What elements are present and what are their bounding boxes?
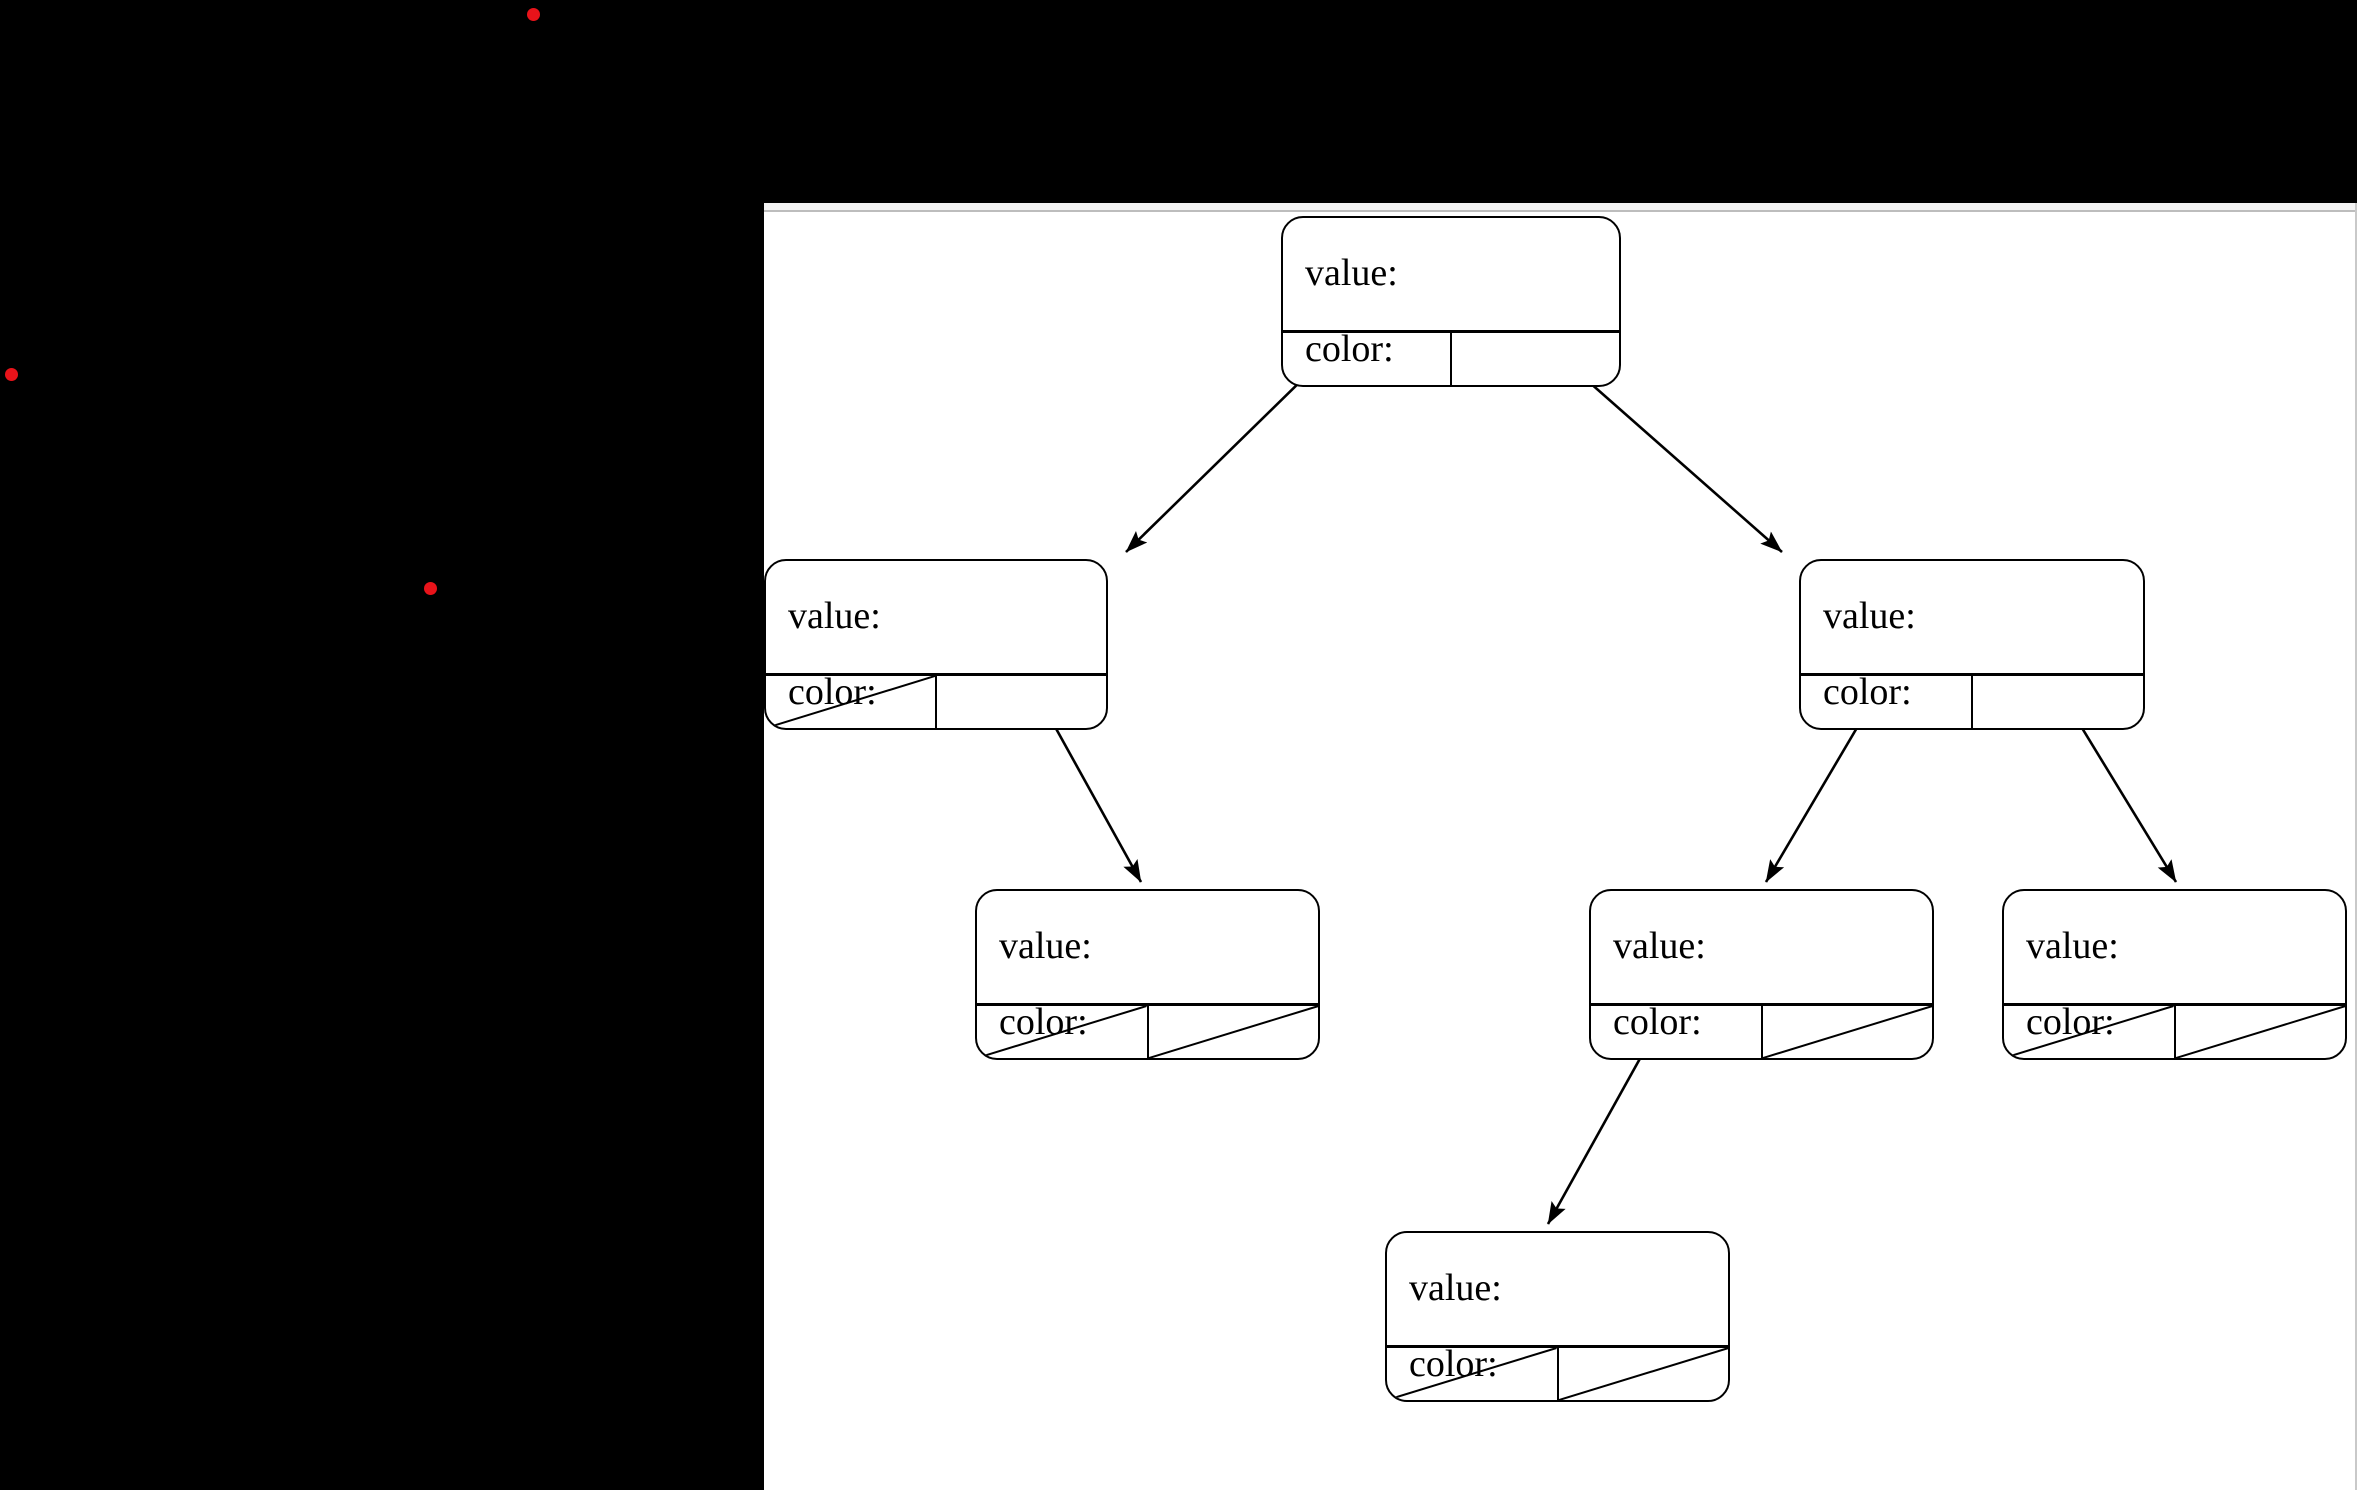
null-pointer-slash-icon [1387,1348,1557,1400]
node-pointer-cell-right[interactable] [1149,1006,1319,1058]
null-pointer-slash-icon [1763,1006,1933,1058]
null-pointer-slash-icon [977,1006,1147,1058]
diagram-viewer-panel[interactable]: value:color:value:color:value:color:valu… [764,203,2357,1490]
marker-dot-top [527,8,540,21]
node-fields: value: color: [1801,561,2143,711]
node-fields: value: color: [1283,218,1619,368]
node-pointer-cell-right[interactable] [1763,1006,1933,1058]
node-pointer-cell-right[interactable] [1559,1348,1729,1400]
node-pointer-cell-right[interactable] [1973,676,2143,728]
tree-node-right-right[interactable]: value: color: [2002,889,2347,1060]
node-color-label: color: [2026,1001,2115,1043]
diagram-canvas[interactable]: value:color:value:color:value:color:valu… [764,212,2357,1490]
node-pointer-row [1283,330,1619,385]
node-color-label: color: [1409,1343,1498,1385]
node-color-label: color: [1823,671,1912,713]
node-pointer-cell-left[interactable] [1387,1348,1559,1400]
node-pointer-row [1591,1003,1932,1058]
node-pointer-row [977,1003,1318,1058]
node-color-label: color: [788,671,877,713]
panel-top-border [764,210,2357,212]
node-pointer-row [1801,673,2143,728]
node-fields: value: color: [2004,891,2345,1041]
node-value-label: value: [1613,925,1706,967]
null-pointer-slash-icon [766,676,935,728]
marker-dot-left [5,368,18,381]
node-pointer-cell-left[interactable] [2004,1006,2176,1058]
null-pointer-slash-icon [1149,1006,1319,1058]
panel-right-border[interactable] [2355,203,2357,1490]
tree-node-left[interactable]: value: color: [764,559,1108,730]
panel-top-strip [764,203,2357,210]
node-color-label: color: [1613,1001,1702,1043]
node-pointer-cell-left[interactable] [977,1006,1149,1058]
node-pointer-cell-right[interactable] [1452,333,1619,385]
node-fields: value: color: [766,561,1106,711]
node-value-label: value: [1823,595,1916,637]
tree-node-right[interactable]: value: color: [1799,559,2145,730]
node-value-label: value: [1409,1267,1502,1309]
marker-dot-middle [424,582,437,595]
node-value-label: value: [1305,252,1398,294]
node-pointer-row [1387,1345,1728,1400]
node-fields: value: color: [977,891,1318,1041]
null-pointer-slash-icon [1559,1348,1729,1400]
node-pointer-cell-right[interactable] [2176,1006,2346,1058]
node-fields: value: color: [1591,891,1932,1041]
null-pointer-slash-icon [2004,1006,2174,1058]
tree-node-root[interactable]: value: color: [1281,216,1621,387]
node-pointer-cell-left[interactable] [1591,1006,1763,1058]
node-fields: value: color: [1387,1233,1728,1383]
node-value-label: value: [788,595,881,637]
tree-node-deep[interactable]: value: color: [1385,1231,1730,1402]
tree-node-right-left[interactable]: value: color: [1589,889,1934,1060]
node-pointer-cell-left[interactable] [766,676,937,728]
node-color-label: color: [1305,328,1394,370]
node-pointer-row [766,673,1106,728]
node-pointer-cell-right[interactable] [937,676,1106,728]
node-value-label: value: [999,925,1092,967]
node-pointer-cell-left[interactable] [1801,676,1973,728]
node-pointer-cell-left[interactable] [1283,333,1452,385]
null-pointer-slash-icon [2176,1006,2346,1058]
node-pointer-row [2004,1003,2345,1058]
node-value-label: value: [2026,925,2119,967]
node-color-label: color: [999,1001,1088,1043]
tree-node-left-right[interactable]: value: color: [975,889,1320,1060]
